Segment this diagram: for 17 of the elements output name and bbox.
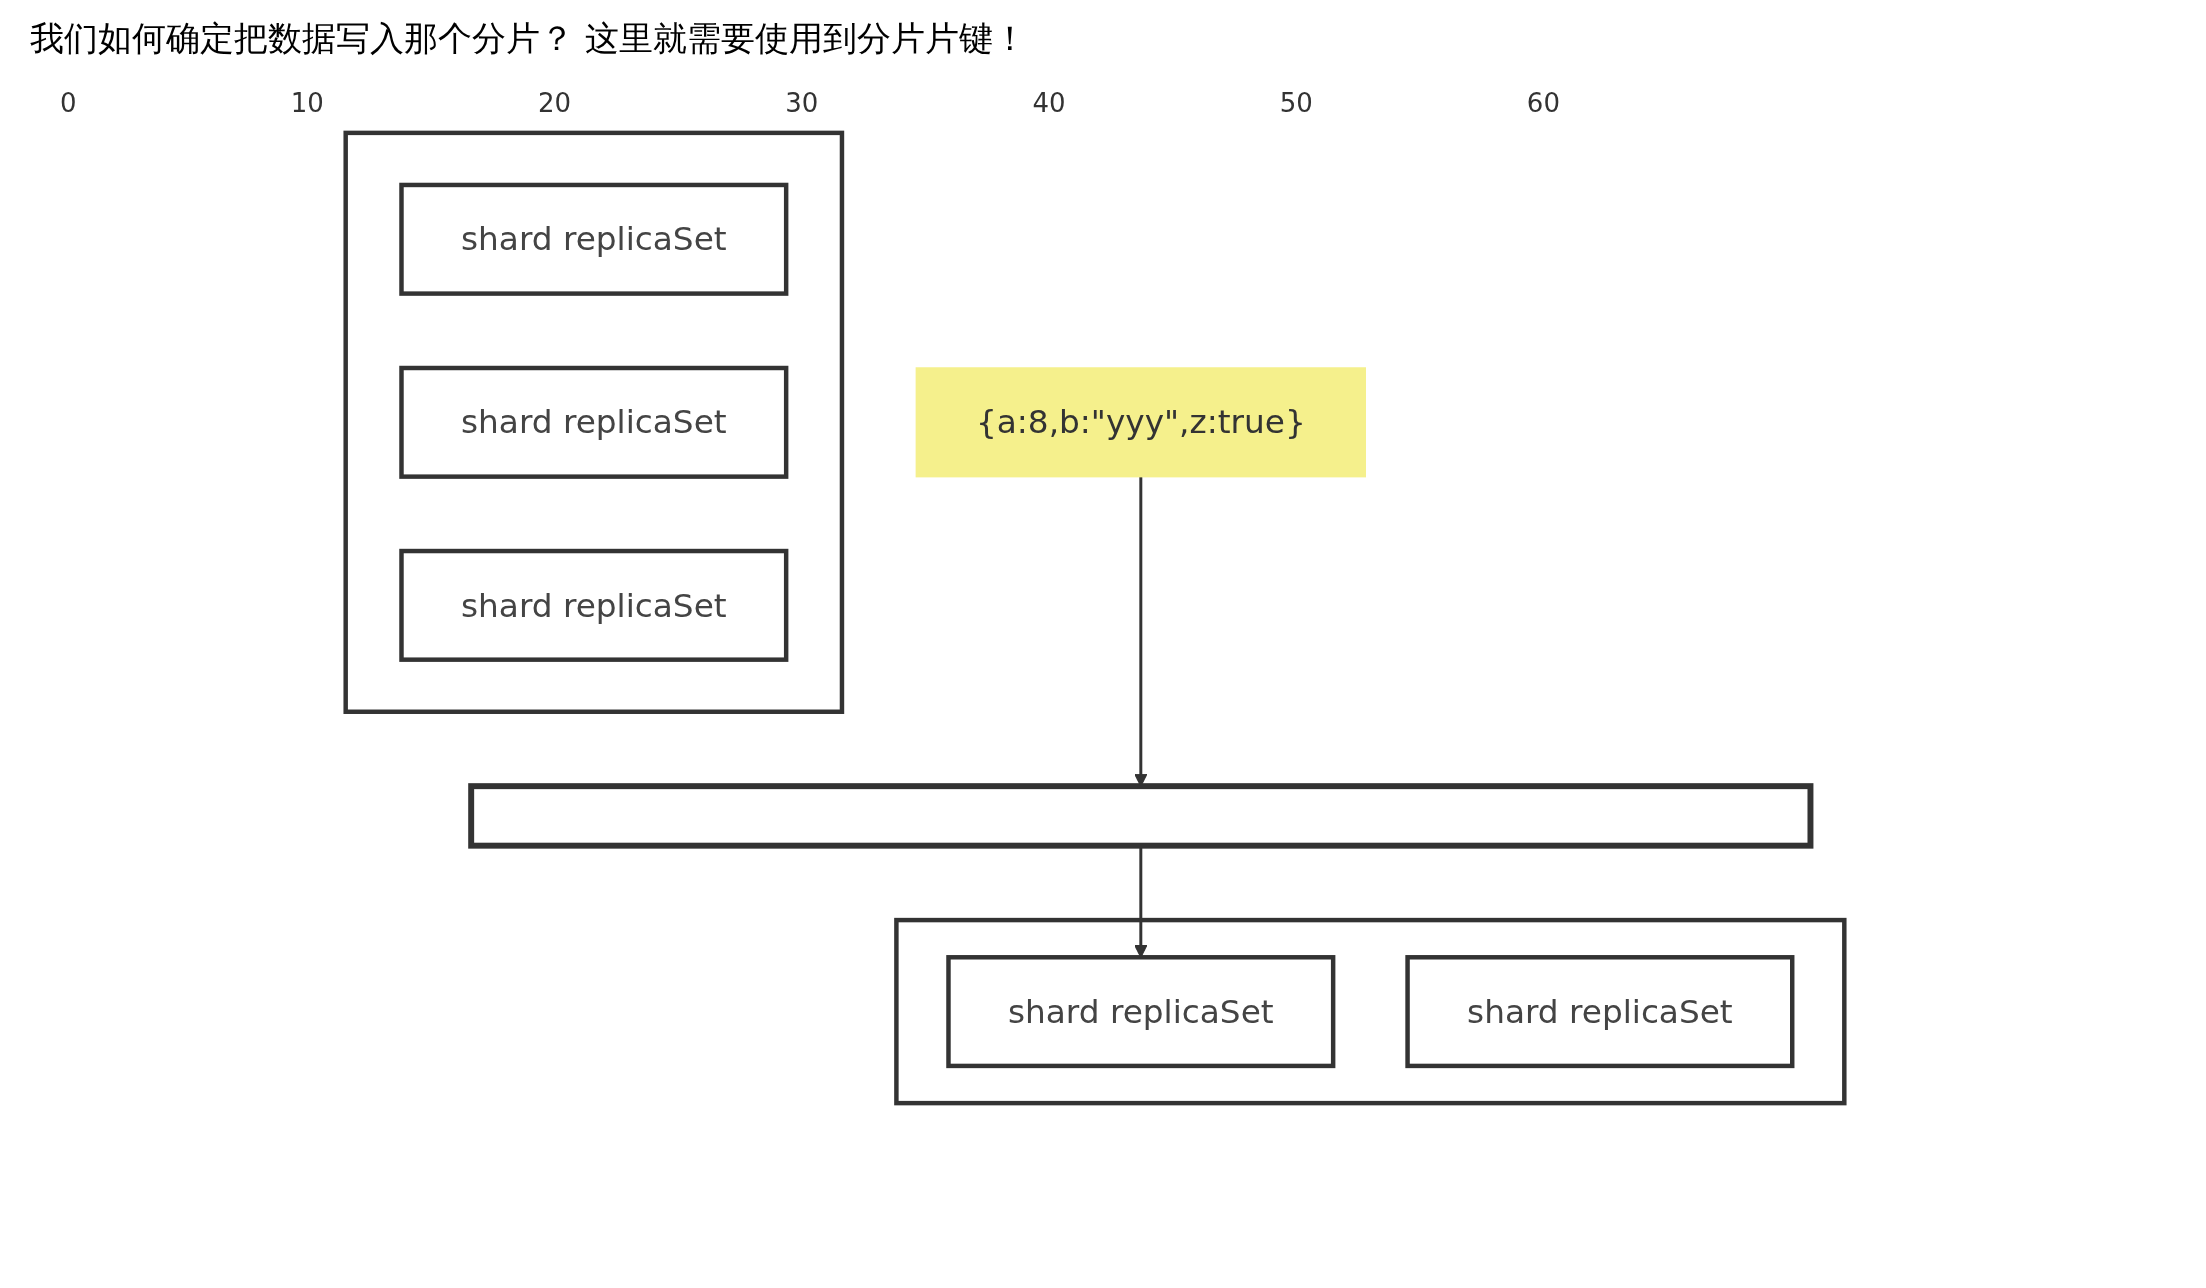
node-box: shard replicaSet: [1405, 955, 1795, 1069]
scale-label: 20: [537, 88, 571, 118]
node-box: shard replicaSet: [946, 955, 1336, 1069]
node-box: shard replicaSet: [399, 548, 789, 662]
node-bar: [468, 783, 1814, 849]
scale-label: 0: [60, 88, 77, 118]
cluster: [894, 917, 1847, 1106]
node-box: {a:8,b:"yyy",z:true}: [915, 367, 1366, 478]
node-box: shard replicaSet: [399, 365, 789, 479]
cluster: [343, 130, 845, 714]
heading: 我们如何确定把数据写入那个分片？ 这里就需要使用到分片片键！: [29, 17, 1028, 60]
scale-label: 30: [785, 88, 819, 118]
node-box: shard replicaSet: [399, 182, 789, 296]
scale-label: 60: [1526, 88, 1560, 118]
scale-label: 40: [1032, 88, 1066, 118]
scale-label: 10: [290, 88, 324, 118]
scale-label: 50: [1279, 88, 1313, 118]
